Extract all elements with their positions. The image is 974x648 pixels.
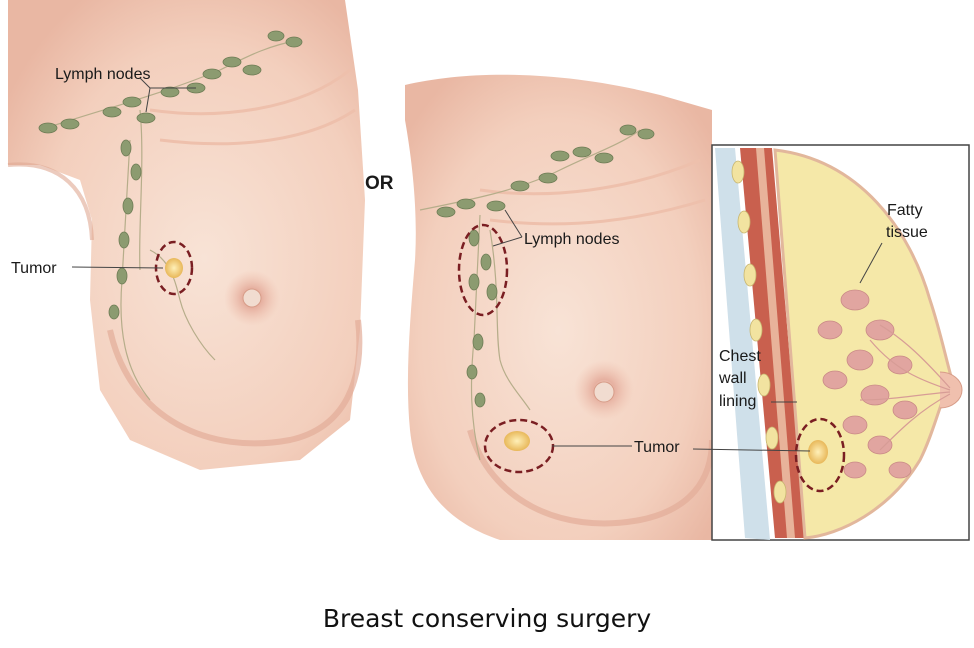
- right-nipple: [593, 381, 615, 403]
- chest-wall-label-line2: wall: [718, 370, 747, 387]
- left-breast-contour: [107, 319, 363, 447]
- left-leader-lines: [71, 77, 196, 269]
- inset-tumor-outline: [794, 417, 846, 493]
- nipple-profile: [939, 371, 963, 409]
- fatty-tissue-label-line2: tissue: [886, 224, 928, 241]
- inset-tumor: [808, 440, 828, 464]
- right-lymph-nodes-outline: [457, 223, 509, 317]
- right-breast-contour: [467, 429, 715, 527]
- milk-ducts: [859, 324, 951, 451]
- chest-wall-label-line1: Chest: [719, 348, 761, 365]
- right-lymph-nodes-label: Lymph nodes: [524, 231, 619, 248]
- right-lymph-nodes: [436, 124, 655, 408]
- right-muscle-shading: [479, 158, 706, 226]
- right-tumor-label: Tumor: [634, 439, 680, 456]
- right-tumor: [504, 431, 530, 451]
- left-breast-illustration: Lymph nodes Tumor: [7, 0, 365, 470]
- caption: Breast conserving surgery: [322, 604, 652, 633]
- right-breast-illustration: Lymph nodes Tumor: [405, 74, 715, 540]
- fatty-tissue-label-line1: Fatty: [887, 202, 923, 219]
- left-arm-crease: [7, 162, 94, 241]
- chest-wall-lining: [715, 148, 770, 540]
- rib-fat-pads: [731, 160, 787, 504]
- left-tumor-label: Tumor: [11, 260, 57, 277]
- left-lymph-nodes: [38, 30, 303, 320]
- or-separator-label: OR: [365, 173, 394, 194]
- left-tumor: [165, 258, 183, 278]
- chest-wall-label-line3: lining: [719, 393, 756, 410]
- inset-leader-lines: [692, 242, 883, 452]
- left-torso-skin: [8, 0, 365, 470]
- left-nipple: [242, 288, 262, 308]
- left-muscle-shading: [149, 68, 356, 146]
- right-torso-skin: [405, 74, 712, 540]
- cross-section-inset: Fatty tissue Chest wall lining: [692, 144, 970, 541]
- right-leader-lines: [492, 209, 632, 447]
- chest-wall-muscle-inner: [756, 148, 795, 538]
- left-lymph-nodes-label: Lymph nodes: [55, 66, 150, 83]
